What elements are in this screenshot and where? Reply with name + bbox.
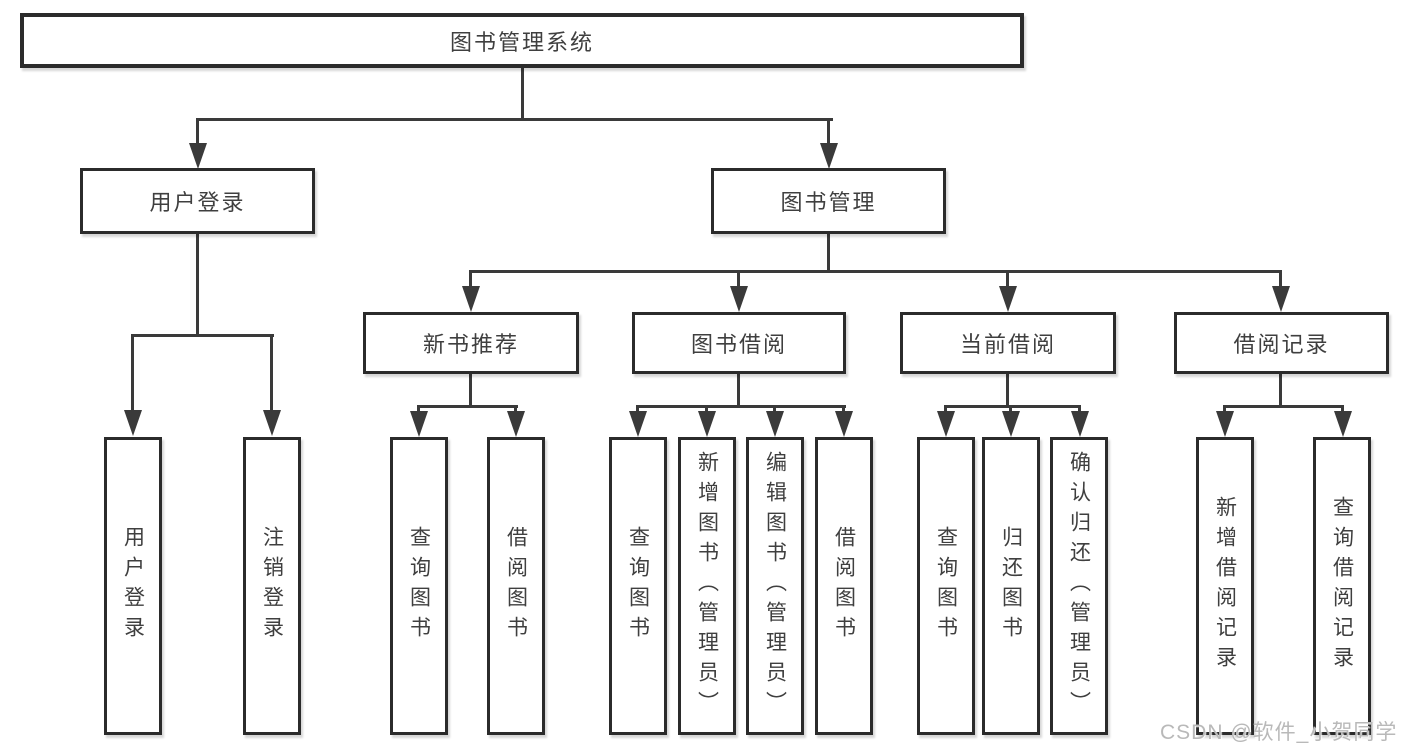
leaf-query-borrow-record: 查询借阅记录	[1313, 437, 1371, 735]
connector-line	[131, 334, 134, 412]
leaf-add-borrow-record: 新增借阅记录	[1196, 437, 1254, 735]
connector-line	[1006, 372, 1009, 408]
leaf-return-books: 归还图书	[982, 437, 1040, 735]
connector-line	[737, 372, 740, 408]
leaf-borrow-books-recommend: 借阅图书	[487, 437, 545, 735]
arrow-down-icon	[820, 143, 838, 169]
connector-line	[944, 405, 947, 413]
arrow-down-icon	[124, 410, 142, 436]
leaf-return-books-label: 归还图书	[999, 526, 1023, 646]
connector-line	[521, 66, 524, 120]
leaf-query-books-recommend-label: 查询图书	[407, 526, 431, 646]
connector-line	[197, 118, 833, 121]
node-library-system-label: 图书管理系统	[449, 29, 594, 55]
leaf-logout: 注销登录	[243, 437, 301, 735]
connector-line	[737, 270, 740, 288]
arrow-down-icon	[1272, 286, 1290, 312]
connector-line	[1223, 405, 1344, 408]
arrow-down-icon	[999, 286, 1017, 312]
connector-line	[469, 270, 1282, 273]
leaf-edit-books-admin: 编辑图书（管理员）	[746, 437, 804, 735]
leaf-confirm-return-admin-label: 确认归还（管理员）	[1067, 451, 1091, 721]
arrow-down-icon	[462, 286, 480, 312]
connector-line	[417, 405, 518, 408]
connector-line	[1341, 405, 1344, 413]
leaf-logout-label: 注销登录	[260, 526, 284, 646]
connector-line	[827, 118, 830, 146]
arrow-down-icon	[937, 411, 955, 437]
node-user-login: 用户登录	[80, 168, 315, 234]
connector-line	[469, 372, 472, 408]
leaf-borrow-books-borrowing: 借阅图书	[815, 437, 873, 735]
arrow-down-icon	[766, 411, 784, 437]
node-current-borrowing: 当前借阅	[900, 312, 1116, 374]
connector-line	[827, 232, 830, 273]
arrow-down-icon	[1334, 411, 1352, 437]
connector-line	[944, 405, 1081, 408]
connector-line	[1078, 405, 1081, 413]
arrow-down-icon	[629, 411, 647, 437]
arrow-down-icon	[730, 286, 748, 312]
connector-line	[705, 405, 708, 413]
connector-line	[1223, 405, 1226, 413]
connector-line	[1279, 372, 1282, 408]
connector-line	[270, 334, 273, 412]
leaf-user-login-label: 用户登录	[121, 526, 145, 646]
leaf-query-books-borrowing-label: 查询图书	[626, 526, 650, 646]
connector-line	[417, 405, 420, 413]
leaf-edit-books-admin-label: 编辑图书（管理员）	[763, 451, 787, 721]
arrow-down-icon	[835, 411, 853, 437]
connector-line	[1006, 270, 1009, 288]
leaf-user-login: 用户登录	[104, 437, 162, 735]
leaf-add-books-admin-label: 新增图书（管理员）	[695, 451, 719, 721]
leaf-query-borrow-record-label: 查询借阅记录	[1330, 496, 1354, 676]
leaf-add-borrow-record-label: 新增借阅记录	[1213, 496, 1237, 676]
connector-line	[131, 334, 274, 337]
node-book-borrowing-label: 图书借阅	[690, 332, 787, 357]
connector-line	[1009, 405, 1012, 413]
node-library-system: 图书管理系统	[20, 13, 1024, 68]
node-current-borrowing-label: 当前借阅	[959, 332, 1056, 357]
leaf-query-books-current-label: 查询图书	[934, 526, 958, 646]
node-new-book-recommend: 新书推荐	[363, 312, 579, 374]
connector-line	[842, 405, 845, 413]
connector-line	[636, 405, 846, 408]
connector-line	[514, 405, 517, 413]
arrow-down-icon	[410, 411, 428, 437]
leaf-borrow-books-borrowing-label: 借阅图书	[832, 526, 856, 646]
leaf-query-books-recommend: 查询图书	[390, 437, 448, 735]
watermark: CSDN @软件_小贺同学	[1160, 721, 1398, 744]
connector-line	[196, 232, 199, 336]
leaf-query-books-current: 查询图书	[917, 437, 975, 735]
arrow-down-icon	[1002, 411, 1020, 437]
node-borrow-records: 借阅记录	[1174, 312, 1389, 374]
leaf-add-books-admin: 新增图书（管理员）	[678, 437, 736, 735]
leaf-confirm-return-admin: 确认归还（管理员）	[1050, 437, 1108, 735]
arrow-down-icon	[1071, 411, 1089, 437]
arrow-down-icon	[1216, 411, 1234, 437]
leaf-borrow-books-recommend-label: 借阅图书	[504, 526, 528, 646]
node-new-book-recommend-label: 新书推荐	[422, 332, 519, 357]
node-borrow-records-label: 借阅记录	[1233, 332, 1330, 357]
node-book-management: 图书管理	[711, 168, 946, 234]
node-book-management-label: 图书管理	[780, 190, 877, 215]
connector-line	[1279, 270, 1282, 288]
leaf-query-books-borrowing: 查询图书	[609, 437, 667, 735]
arrow-down-icon	[507, 411, 525, 437]
arrow-down-icon	[698, 411, 716, 437]
connector-line	[773, 405, 776, 413]
arrow-down-icon	[263, 410, 281, 436]
node-user-login-label: 用户登录	[149, 190, 246, 215]
connector-line	[469, 270, 472, 288]
connector-line	[636, 405, 639, 413]
connector-line	[196, 118, 199, 146]
node-book-borrowing: 图书借阅	[632, 312, 846, 374]
arrow-down-icon	[189, 143, 207, 169]
